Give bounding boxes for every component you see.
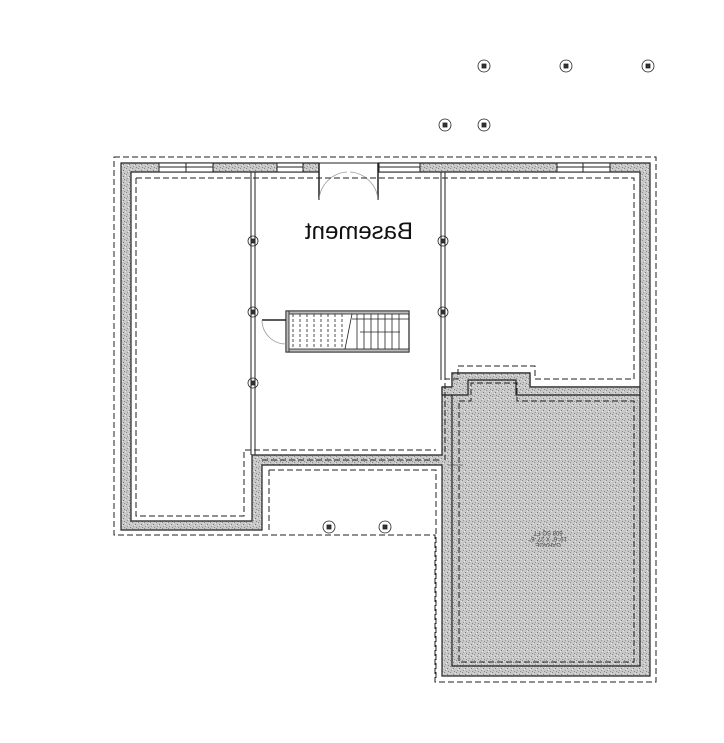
garage-name: GARAGE	[535, 541, 561, 547]
garage-area: 608 SQ FT	[533, 529, 563, 535]
garage-dimensions: 19'-6" X 27'-6"	[529, 535, 567, 541]
footing-markers	[322, 59, 655, 534]
inner-footing	[135, 177, 635, 680]
room-label-basement: Basement	[304, 218, 414, 245]
footing-marker	[477, 59, 491, 73]
column-marker	[247, 377, 259, 389]
footing-marker	[322, 520, 336, 534]
double-door[interactable]	[318, 162, 379, 201]
column-marker	[247, 306, 259, 318]
columns	[247, 235, 449, 389]
column-marker	[247, 235, 259, 247]
footing-marker	[438, 118, 452, 132]
room-label-garage: GARAGE 19'-6" X 27'-6" 608 SQ FT	[518, 529, 578, 547]
footing-marker	[477, 118, 491, 132]
windows	[158, 162, 611, 173]
footing-marker	[559, 59, 573, 73]
stairway[interactable]	[261, 310, 410, 353]
footing-outline	[113, 156, 657, 683]
footing-marker	[378, 520, 392, 534]
column-marker	[437, 306, 449, 318]
column-marker	[437, 235, 449, 247]
footing-marker	[641, 59, 655, 73]
foundation-wall	[120, 162, 651, 677]
